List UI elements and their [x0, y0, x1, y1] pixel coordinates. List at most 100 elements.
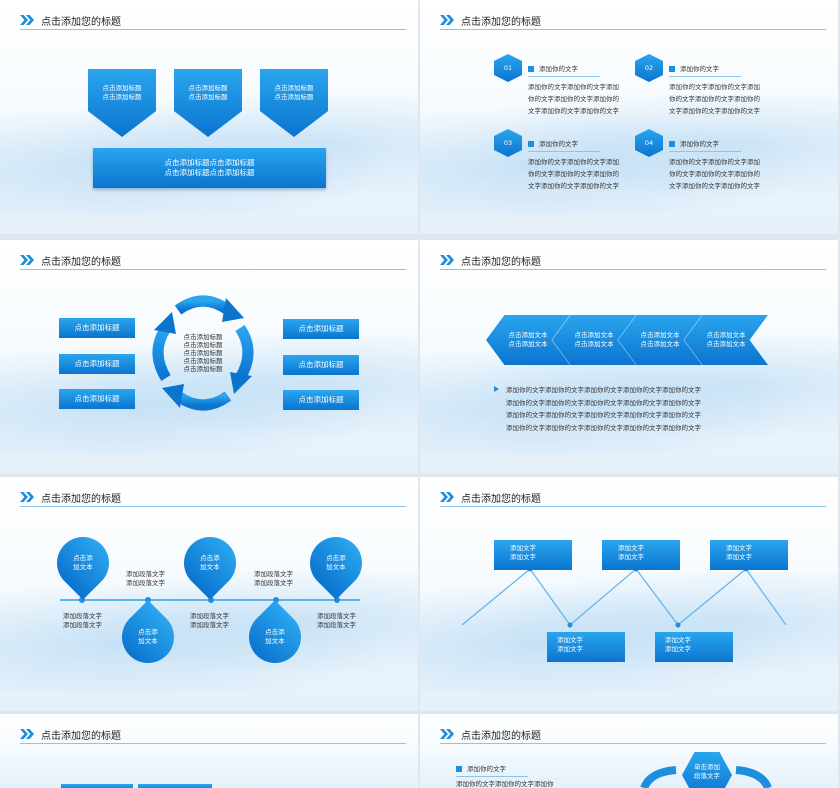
pentagon-box[interactable]: 点击添加标题 点击添加标题: [174, 69, 242, 137]
water-background: [420, 95, 838, 215]
text-box-top[interactable]: 添加文字 添加文字: [710, 540, 788, 570]
slide-title: 点击添加您的标题: [461, 493, 541, 505]
slide-header: 点击添加您的标题: [20, 489, 121, 505]
wide-bar-label: 点击添加标题点击添加标题 点击添加标题点击添加标题: [164, 158, 255, 177]
left-title-box[interactable]: 点击添加标题: [59, 389, 135, 409]
header-divider: [20, 506, 406, 507]
double-chevron-icon: [440, 15, 456, 25]
slide-1[interactable]: 点击添加您的标题 点击添加标题 点击添加标题 点击添加标题 点击添加标题 点击添…: [0, 0, 418, 234]
header-divider: [20, 269, 406, 270]
header-divider: [440, 29, 826, 30]
timeline-text: 添加段落文字 添加段落文字: [126, 570, 165, 587]
bullet-square-icon: [669, 141, 675, 147]
slide-header: 点击添加您的标题: [20, 12, 121, 28]
wide-title-bar[interactable]: 点击添加标题点击添加标题 点击添加标题点击添加标题: [93, 148, 326, 188]
item-underline: [456, 776, 528, 777]
header-divider: [440, 269, 826, 270]
double-chevron-icon: [20, 15, 36, 25]
text-box-bottom[interactable]: 添加文字 添加文字: [655, 632, 733, 662]
slide-6[interactable]: 点击添加您的标题 添加文字 添加文字 添加文字 添加文字 添加文字 添加文字 添…: [420, 477, 838, 711]
timeline-dot: [334, 597, 340, 603]
zigzag-connector: [461, 566, 787, 628]
hexagon-number-02: 02: [635, 54, 663, 82]
slide-2[interactable]: 点击添加您的标题 01 添加你的文字 添加你的文字添加你的文字添加 你的文字添加…: [420, 0, 838, 234]
timeline-dot: [79, 597, 85, 603]
slide-header: 点击添加您的标题: [440, 726, 541, 742]
slide-header: 点击添加您的标题: [440, 252, 541, 268]
pentagon-box[interactable]: 点击添加标题 点击添加标题: [260, 69, 328, 137]
bullet-square-icon: [528, 66, 534, 72]
header-divider: [20, 743, 406, 744]
header-divider: [20, 29, 406, 30]
timeline-dot: [208, 597, 214, 603]
slide-8[interactable]: 点击添加您的标题 添加你的文字 添加你的文字添加你的文字添加你 单击添加 段落文…: [420, 714, 838, 788]
partial-box: [61, 784, 133, 788]
timeline-text: 添加段落文字 添加段落文字: [63, 612, 102, 629]
cycle-center-text: 点击添加标题 点击添加标题 点击添加标题 点击添加标题 点击添加标题: [183, 333, 223, 373]
timeline-dot: [273, 597, 279, 603]
cycle-arrows-icon: [152, 295, 254, 411]
timeline-circle-top[interactable]: 点击添 加文本: [46, 526, 120, 600]
slide-title: 点击添加您的标题: [461, 256, 541, 268]
item-title: 添加你的文字: [539, 65, 578, 73]
timeline-text: 添加段落文字 添加段落文字: [190, 612, 229, 629]
item-underline: [528, 76, 600, 77]
timeline-dot: [145, 597, 151, 603]
item-body: 添加你的文字添加你的文字添加 你的文字添加你的文字添加你的 文字添加你的文字添加…: [669, 83, 760, 115]
item-title: 添加你的文字: [680, 65, 719, 73]
slide-header: 点击添加您的标题: [20, 726, 121, 742]
double-chevron-icon: [440, 255, 456, 265]
item-underline: [528, 151, 600, 152]
timeline-circle-bottom[interactable]: 点击添 加文本: [238, 600, 312, 674]
hexagon-number-03: 03: [494, 129, 522, 157]
double-chevron-icon: [440, 492, 456, 502]
slide-3[interactable]: 点击添加您的标题 点击添加标题 点击添加标题 点击添加标题 点击添加标题 点击添…: [0, 240, 418, 474]
chevron-arrow[interactable]: 点击添加文本 点击添加文本: [684, 315, 768, 365]
slide-title: 点击添加您的标题: [41, 16, 121, 28]
timeline-circle-top[interactable]: 点击添 加文本: [173, 526, 247, 600]
bullet-square-icon: [456, 766, 462, 772]
paragraph-text: 添加你的文字添加你的文字添加你的文字添加你的文字添加你的文字 添加你的文字添加你…: [506, 386, 701, 432]
item-title: 添加你的文字: [539, 140, 578, 148]
slide-4[interactable]: 点击添加您的标题 点击添加文本 点击添加文本 点击添加文本 点击添加文本 点击添…: [420, 240, 838, 474]
text-box-top[interactable]: 添加文字 添加文字: [602, 540, 680, 570]
pentagon-box[interactable]: 点击添加标题 点击添加标题: [88, 69, 156, 137]
text-box-bottom[interactable]: 添加文字 添加文字: [547, 632, 625, 662]
slide-7[interactable]: 点击添加您的标题: [0, 714, 418, 788]
pentagon-label: 点击添加标题 点击添加标题: [102, 84, 142, 101]
timeline-text: 添加段落文字 添加段落文字: [254, 570, 293, 587]
slide-title: 点击添加您的标题: [461, 730, 541, 742]
slide-header: 点击添加您的标题: [440, 489, 541, 505]
item-underline: [669, 76, 741, 77]
slide-5[interactable]: 点击添加您的标题 点击添 加文本 点击添 加文本 点击添 加文本 点击添 加文本…: [0, 477, 418, 711]
left-title-box[interactable]: 点击添加标题: [59, 318, 135, 338]
right-title-box[interactable]: 点击添加标题: [283, 390, 359, 410]
slide-title: 点击添加您的标题: [461, 16, 541, 28]
triangle-bullet-icon: [494, 386, 499, 392]
item-body: 添加你的文字添加你的文字添加 你的文字添加你的文字添加你的 文字添加你的文字添加…: [528, 83, 619, 115]
item-body: 添加你的文字添加你的文字添加 你的文字添加你的文字添加你的 文字添加你的文字添加…: [528, 158, 619, 190]
timeline-circle-top[interactable]: 点击添 加文本: [299, 526, 373, 600]
slide-title: 点击添加您的标题: [41, 730, 121, 742]
right-title-box[interactable]: 点击添加标题: [283, 319, 359, 339]
curved-arrows-icon: [640, 766, 772, 788]
item-body: 添加你的文字添加你的文字添加 你的文字添加你的文字添加你的 文字添加你的文字添加…: [669, 158, 760, 190]
header-divider: [440, 743, 826, 744]
bullet-square-icon: [669, 66, 675, 72]
item-body: 添加你的文字添加你的文字添加你: [456, 780, 554, 788]
timeline-circle-bottom[interactable]: 点击添 加文本: [111, 600, 185, 674]
right-title-box[interactable]: 点击添加标题: [283, 355, 359, 375]
slide-header: 点击添加您的标题: [440, 12, 541, 28]
hexagon-number-04: 04: [635, 129, 663, 157]
double-chevron-icon: [20, 492, 36, 502]
item-title: 添加你的文字: [467, 765, 506, 773]
slide-title: 点击添加您的标题: [41, 256, 121, 268]
header-divider: [440, 506, 826, 507]
double-chevron-icon: [440, 729, 456, 739]
item-underline: [669, 151, 741, 152]
double-chevron-icon: [20, 255, 36, 265]
text-box-top[interactable]: 添加文字 添加文字: [494, 540, 572, 570]
left-title-box[interactable]: 点击添加标题: [59, 354, 135, 374]
pentagon-label: 点击添加标题 点击添加标题: [274, 84, 314, 101]
partial-box: [138, 784, 212, 788]
